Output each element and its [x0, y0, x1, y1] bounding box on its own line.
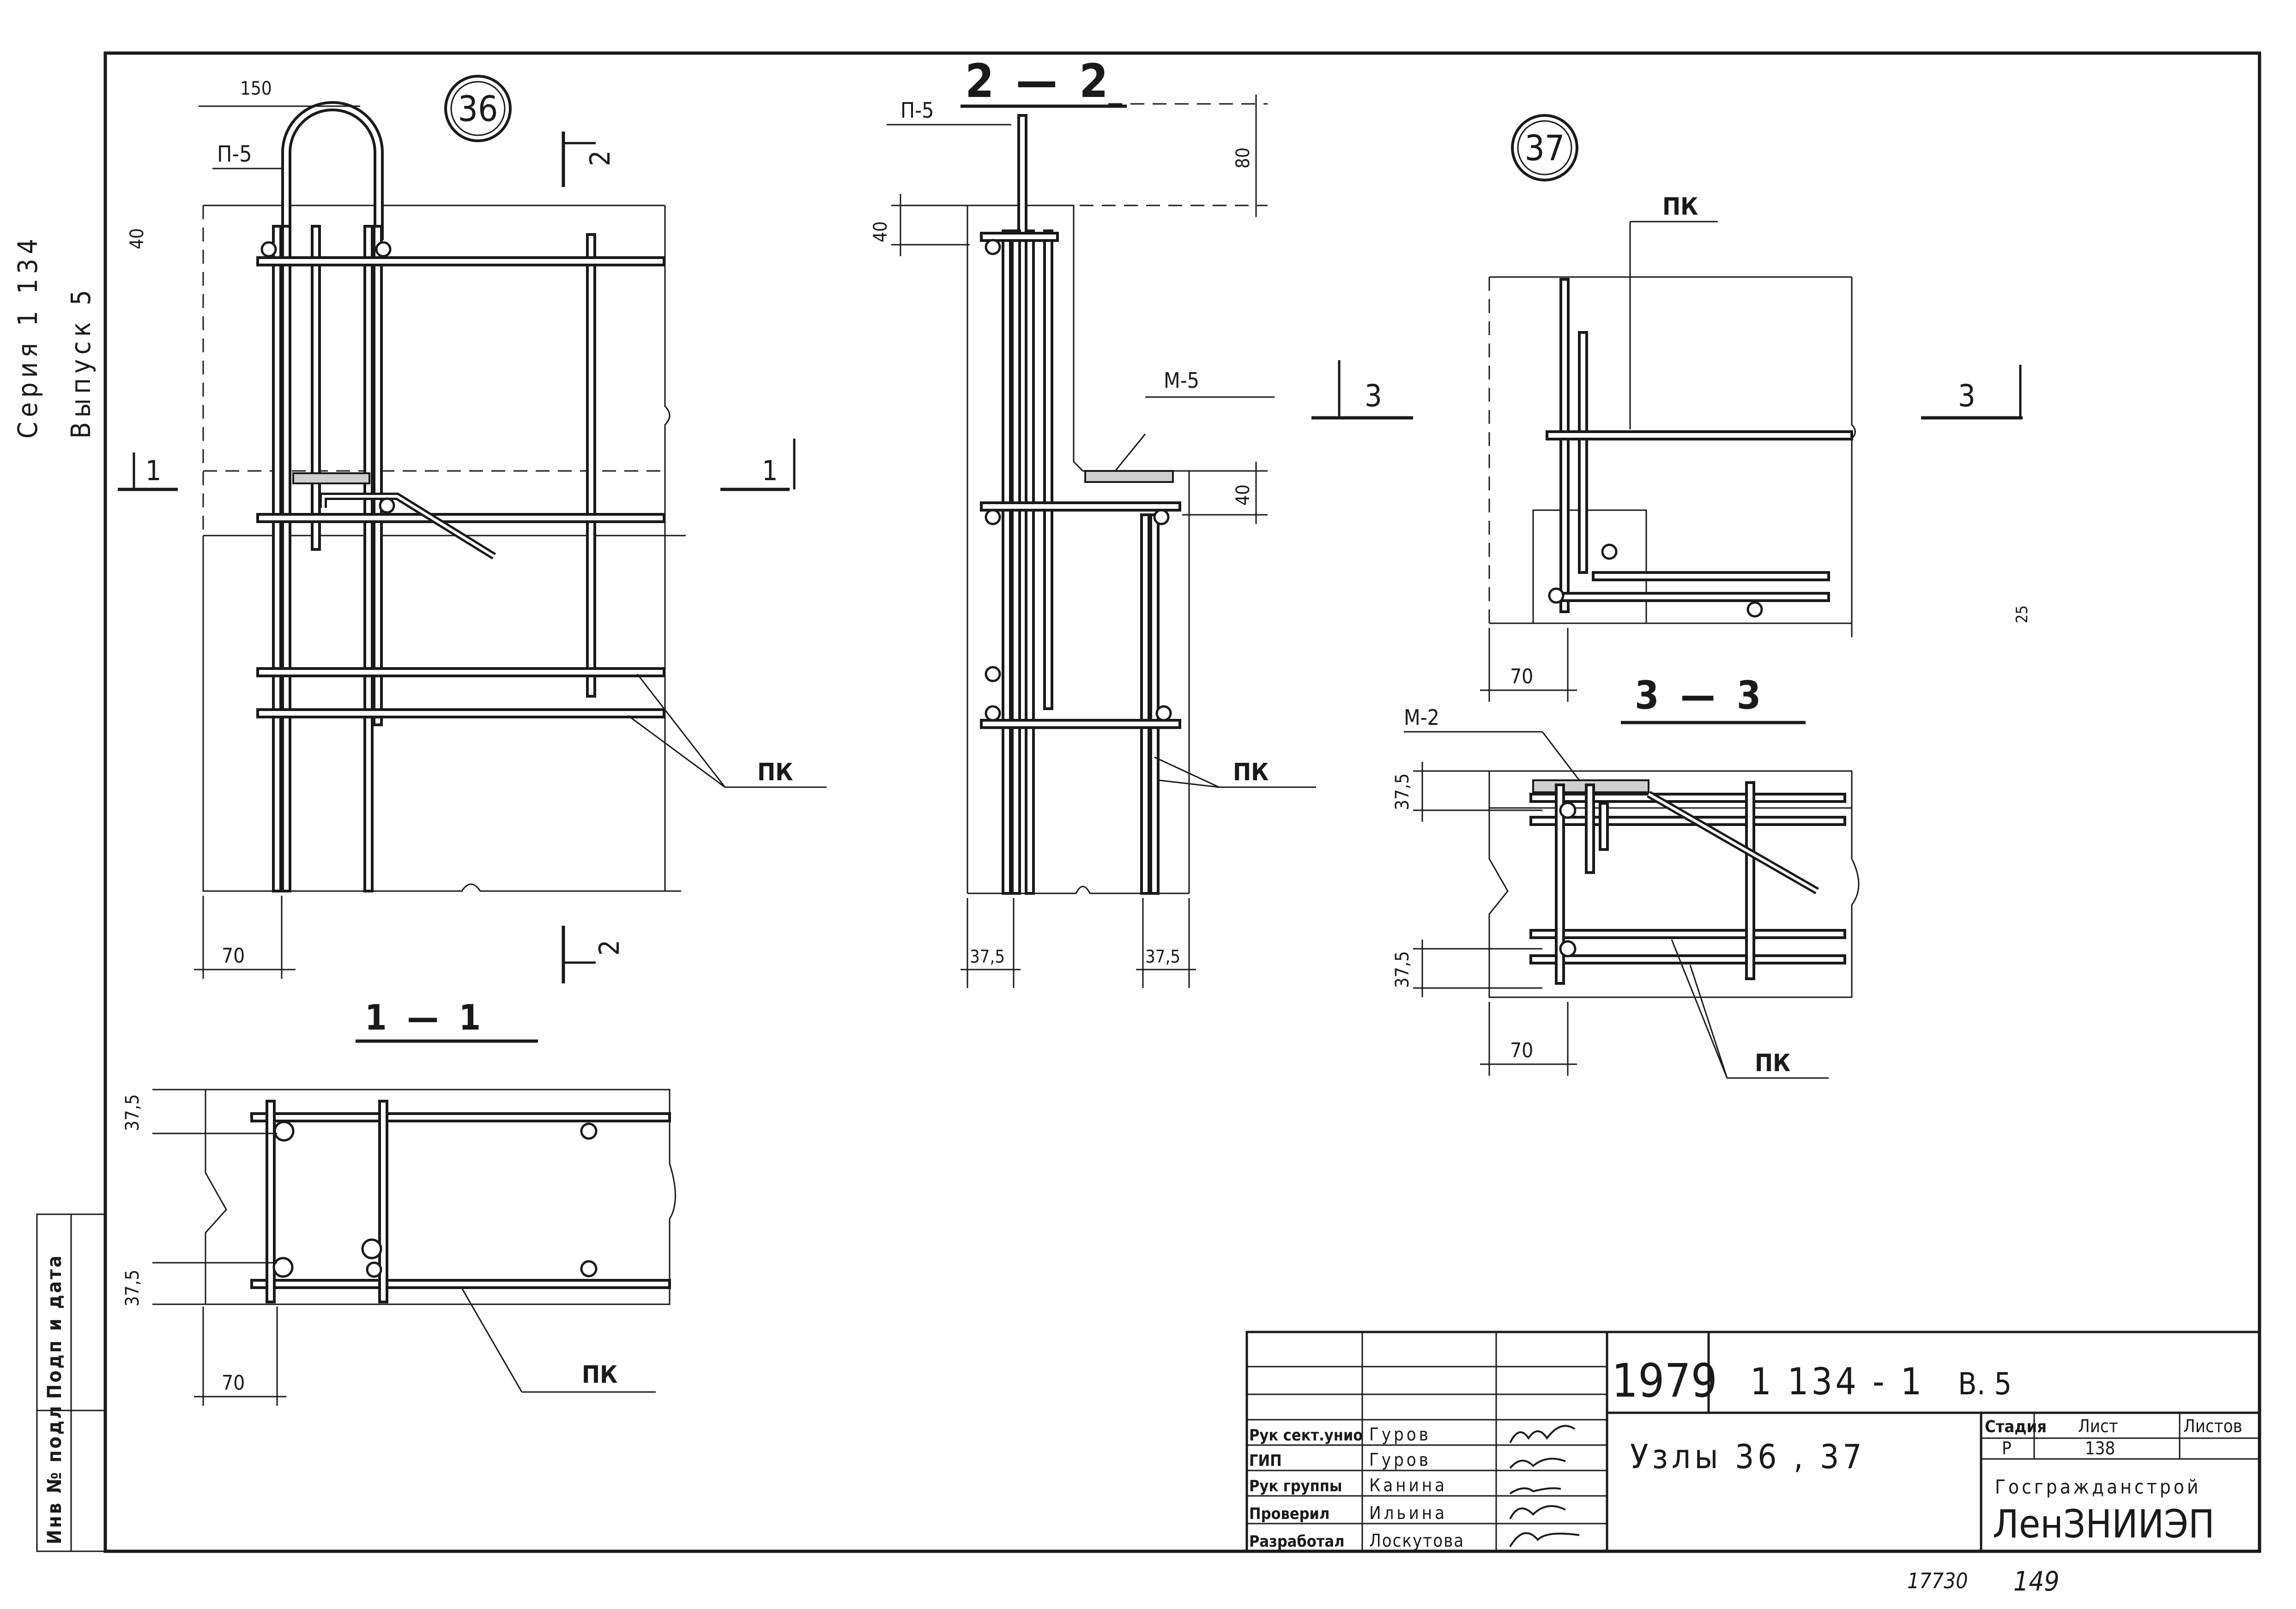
- stamp-signed-label: Подп и дата: [43, 1254, 66, 1399]
- node36-dim-150: 150: [240, 78, 272, 99]
- s11-dim-375-top: 37,5: [122, 1094, 143, 1131]
- callout-36: [444, 75, 512, 142]
- node37-dim-25: 25: [2013, 605, 2031, 623]
- node36-pk-label: ПК: [757, 759, 793, 786]
- node36-mark-2-top: 2: [584, 151, 616, 166]
- tb-org-top: Госгражданстрой: [1995, 1476, 2201, 1498]
- name-4: Лоскутова: [1369, 1531, 1464, 1551]
- tb-sheet-header: Лист: [2078, 1416, 2118, 1436]
- node36-mark-1-right: 1: [762, 455, 778, 487]
- node37-dim-70: 70: [1510, 665, 1533, 688]
- node36-dim-70: 70: [222, 944, 245, 968]
- stamp-inv-label: Инв № подл: [43, 1404, 66, 1544]
- s33-dim-375-bottom: 37,5: [1392, 951, 1413, 988]
- tb-year: 1979: [1612, 1354, 1717, 1408]
- s33-m2-label: М-2: [1404, 705, 1439, 730]
- node36-dim-40: 40: [127, 228, 148, 249]
- section-1-1-title: 1 — 1: [365, 997, 485, 1038]
- node36-mark-1-left: 1: [145, 455, 161, 487]
- signatures: [1509, 1425, 1580, 1548]
- s33-dim-375-top: 37,5: [1392, 773, 1413, 810]
- s33-pk-label: ПК: [1755, 1049, 1790, 1077]
- role-2: Рук группы: [1249, 1477, 1342, 1495]
- left-stamp: Подп и дата Инв № подл: [36, 1213, 106, 1552]
- name-0: Гуров: [1369, 1424, 1431, 1445]
- s22-dim-40-top: 40: [870, 221, 891, 242]
- name-2: Канина: [1369, 1475, 1447, 1495]
- name-3: Ильина: [1369, 1503, 1447, 1523]
- tb-issue: В. 5: [1958, 1366, 2012, 1402]
- footer-page: 149: [2013, 1566, 2060, 1597]
- s22-dim-80: 80: [1233, 147, 1254, 169]
- section-3-3-view: 3 — 3 М-2 37,5 37,5 70: [1392, 673, 1860, 1079]
- node-36-view: ПК П-5 150 40 70 1 1 2 2 36: [118, 75, 827, 983]
- s22-mark-3: 3: [1365, 378, 1382, 414]
- s22-dim-40-mid: 40: [1233, 484, 1254, 506]
- sheet-border: [103, 51, 2261, 1553]
- s22-dim-375-right: 37,5: [1145, 946, 1180, 967]
- title-block: Рук сект.унио ГИП Рук группы Проверил Ра…: [1245, 1331, 2261, 1553]
- section-2-2-view: 2 — 2 П-5 М-5: [870, 54, 1413, 988]
- section-3-3-title: 3 — 3: [1635, 673, 1765, 718]
- tb-code: 1 134 - 1: [1750, 1360, 1924, 1403]
- s22-pk-label: ПК: [1233, 759, 1269, 786]
- tb-sheets-header: Листов: [2183, 1416, 2242, 1436]
- node37-mark-3: 3: [1958, 378, 1976, 414]
- issue-label: Выпуск 5: [65, 285, 97, 439]
- section-2-2-title: 2 — 2: [965, 54, 1112, 108]
- s22-dim-375-left: 37,5: [970, 946, 1005, 967]
- node36-p5-label: П-5: [217, 141, 252, 167]
- s11-dim-70: 70: [222, 1371, 245, 1395]
- footer-number: 17730: [1907, 1568, 1968, 1593]
- node37-pk-label: ПК: [1662, 193, 1698, 221]
- s22-m5-label: М-5: [1164, 368, 1199, 393]
- callout-37-number: 37: [1525, 127, 1565, 169]
- section-1-1-view: 1 — 1 37,5 37,5 70 ПК: [122, 997, 676, 1406]
- s33-dim-70: 70: [1510, 1039, 1533, 1062]
- s11-dim-375-bottom: 37,5: [122, 1270, 143, 1307]
- tb-sheet: 138: [2085, 1438, 2115, 1458]
- role-4: Разработал: [1249, 1532, 1345, 1551]
- name-1: Гуров: [1369, 1450, 1431, 1470]
- s22-p5-label: П-5: [900, 98, 934, 123]
- series-label: Серия 1 134: [12, 234, 43, 439]
- node-37-view: 37 ПК 70 25 3: [1480, 114, 2031, 702]
- callout-37: [1511, 114, 1578, 181]
- callout-36-number: 36: [458, 88, 498, 129]
- s11-pk-label: ПК: [582, 1361, 617, 1389]
- tb-title: Узлы 36 , 37: [1630, 1437, 1866, 1476]
- role-1: ГИП: [1249, 1452, 1282, 1470]
- tb-stage: Р: [2002, 1438, 2012, 1458]
- tb-stage-header: Стадия: [1985, 1417, 2047, 1436]
- role-3: Проверил: [1249, 1505, 1329, 1523]
- role-0: Рук сект.унио: [1249, 1426, 1363, 1445]
- tb-org: ЛенЗНИИЭП: [1993, 1501, 2215, 1547]
- node36-mark-2-bottom: 2: [593, 940, 626, 956]
